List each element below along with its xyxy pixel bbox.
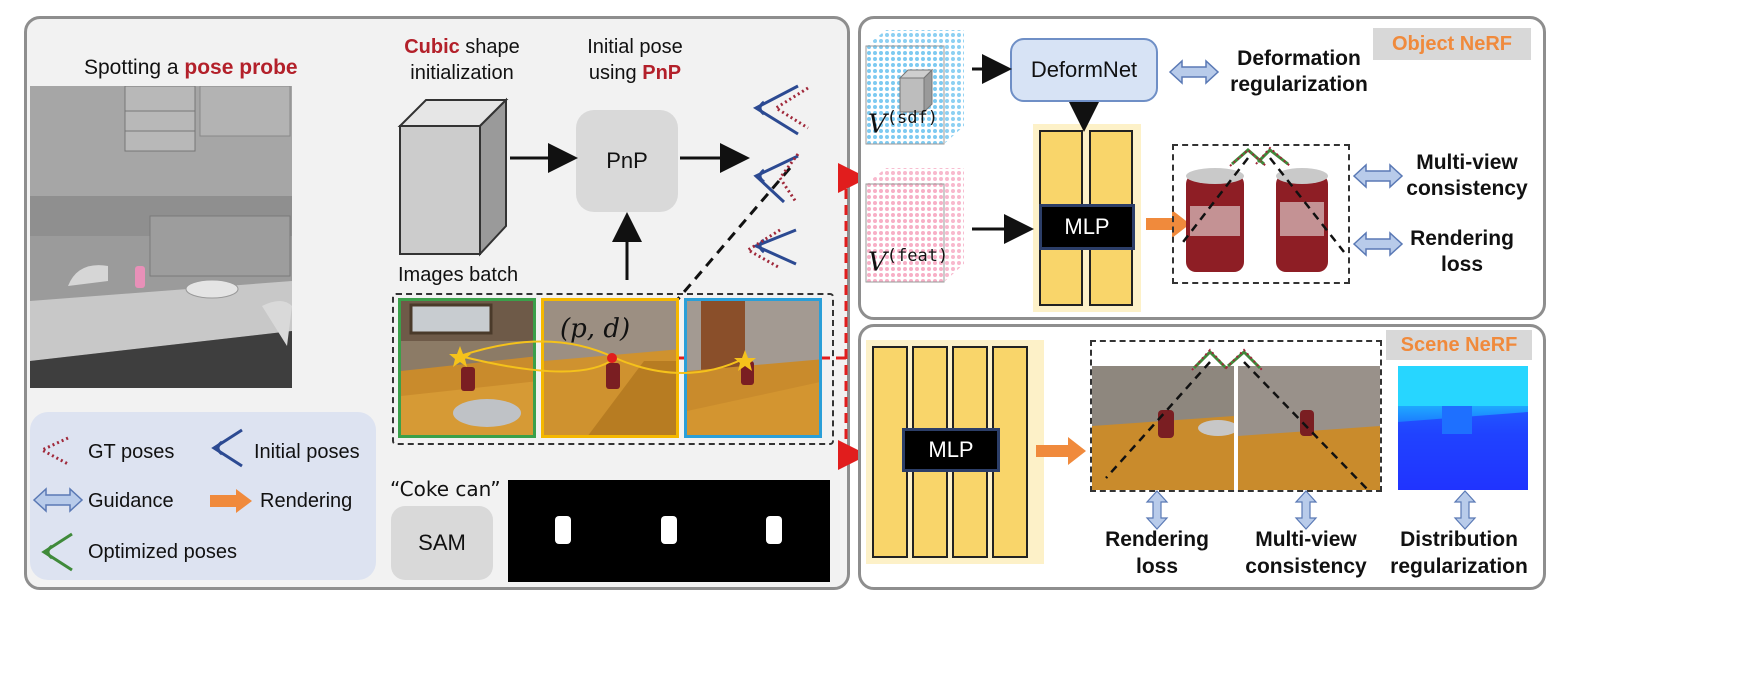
batch-image-3: [684, 298, 822, 438]
sam-box: SAM: [391, 506, 493, 580]
depth-map-image: [1398, 366, 1528, 490]
object-nerf-title-tag: Object NeRF: [1373, 28, 1531, 60]
object-multiview-label: Multi-view consistency: [1406, 151, 1528, 200]
object-multiview-arrow: [1352, 163, 1404, 189]
deformation-guidance-arrow: [1168, 59, 1220, 85]
deformnet-box: DeformNet: [1010, 38, 1158, 102]
coke-can-prompt: “Coke can”: [390, 477, 501, 501]
scene-render-frame: [1090, 340, 1382, 492]
pnp-box: PnP: [576, 110, 678, 212]
scene-nerf-title-tag: Scene NeRF: [1386, 330, 1532, 360]
trajectory-overlay: [449, 340, 756, 374]
object-rendering-arrow: [1352, 231, 1404, 257]
sam-mask-strip: [508, 480, 830, 582]
spotting-title: Spotting a pose probe: [84, 56, 298, 79]
distribution-regularization-label: Distribution regularization: [1390, 528, 1528, 578]
guidance-arrow-icon: [32, 487, 84, 513]
rendering-arrow-icon: [210, 489, 252, 513]
pd-label: (p, d): [560, 314, 631, 344]
scene-render-rays: [1105, 348, 1369, 491]
legend-initial-poses: Initial poses: [254, 441, 360, 463]
cube-shape: [397, 97, 509, 257]
v-feat-voxel-icon: [865, 168, 964, 283]
object-render-cans: [1179, 146, 1345, 272]
scene-mlp-block: MLP: [866, 340, 1044, 564]
object-mlp-block: MLP: [1033, 124, 1141, 312]
optimized-poses-icon: [41, 532, 73, 572]
v-sdf-voxel-icon: [865, 30, 964, 145]
v-feat-label: V(feat): [868, 246, 949, 278]
scene-render-image-1: [1092, 366, 1234, 490]
initial-poses-icon: [211, 428, 243, 468]
legend-guidance: Guidance: [88, 490, 174, 512]
object-render-frame: [1172, 144, 1350, 284]
object-mlp-label-box: MLP: [1039, 204, 1135, 250]
legend-box: [30, 412, 376, 580]
scene-rendering-loss-label: Rendering loss: [1105, 528, 1209, 578]
scene-multiview-label: Multi-view consistency: [1245, 528, 1367, 578]
v-sdf-label: V(sdf): [868, 108, 938, 140]
images-batch-frame: [392, 293, 834, 445]
batch-image-1: [398, 298, 536, 438]
kitchen-render-image: [30, 86, 292, 388]
object-rendering-loss-label: Rendering loss: [1410, 227, 1514, 276]
deformation-regularization-label: Deformation regularization: [1230, 47, 1368, 96]
scene-loss-arrows: [1145, 490, 1477, 530]
legend-gt-poses: GT poses: [88, 441, 175, 463]
cubic-init-label: Cubic shape initialization: [404, 36, 520, 84]
scene-rendering-arrow: [1036, 437, 1086, 465]
object-nerf-arrows: [972, 54, 1190, 244]
images-batch-label: Images batch: [398, 264, 519, 286]
scene-mlp-label-box: MLP: [902, 428, 1000, 472]
pose-cameras-icon: [745, 84, 809, 270]
legend-rendering: Rendering: [260, 490, 353, 512]
initial-pose-label: Initial pose using PnP: [587, 36, 683, 84]
legend-optimized-poses: Optimized poses: [88, 541, 237, 563]
scene-render-image-2: [1238, 366, 1380, 490]
